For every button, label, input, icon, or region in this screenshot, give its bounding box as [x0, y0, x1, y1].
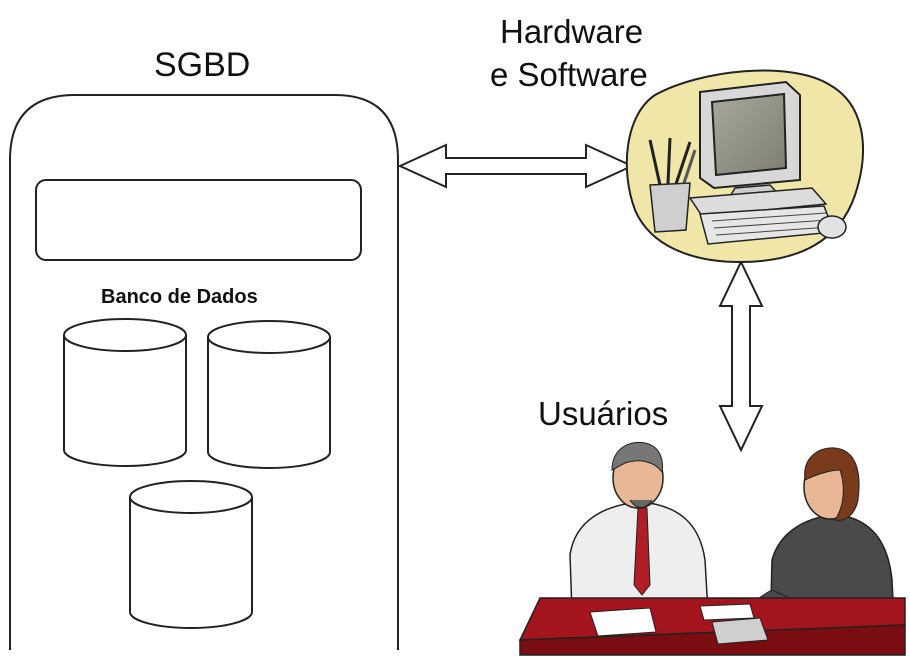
hardware-software-label-line2: e Software [490, 56, 648, 93]
sgbd-panel [35, 179, 362, 261]
sgbd-title: SGBD [154, 46, 251, 84]
computer-icon [625, 69, 864, 264]
users-meeting-icon [518, 441, 906, 656]
hardware-software-label-line1: Hardware [500, 13, 644, 50]
users-label: Usuários [538, 395, 669, 432]
sgbd-container [9, 94, 399, 650]
database-cylinder-3 [129, 480, 253, 629]
double-arrow-vertical [718, 259, 764, 453]
database-label: Banco de Dados [101, 286, 258, 308]
database-cylinder-2 [207, 320, 331, 469]
database-cylinder-1 [63, 318, 187, 467]
double-arrow-horizontal [397, 143, 635, 189]
